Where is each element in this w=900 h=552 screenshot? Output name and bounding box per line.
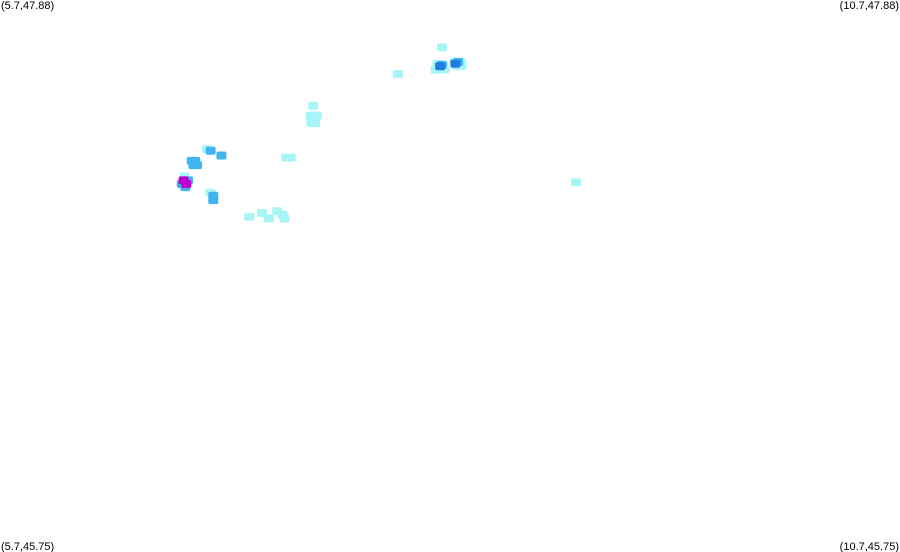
precip-cell-light [436,43,447,52]
precip-cell-light [264,214,275,223]
precip-cell-light [392,70,403,79]
precip-cell-light [244,212,255,221]
precip-cell-medium [208,196,219,205]
precip-cell-light [279,214,290,223]
precip-cell-light [285,153,296,162]
precip-cell-medium [216,151,227,160]
corner-coordinate-top-left: (5.7,47.88) [1,0,55,12]
precip-cell-medium [205,146,216,155]
precip-cell-medium [190,156,201,165]
precip-cell-strong [435,62,446,71]
corner-coordinate-bottom-right: (10.7,45.75) [839,541,899,552]
precip-cell-light [308,101,319,110]
precip-cell-light [311,111,322,120]
precip-cell-heavy [181,180,192,188]
precip-cell-light [571,178,581,187]
corner-coordinate-top-right: (10.7,47.88) [839,0,899,12]
precip-cell-strong [450,59,461,68]
precip-cell-light [256,209,267,217]
corner-coordinate-bottom-left: (5.7,45.75) [1,541,55,552]
precip-cell-light [310,119,320,128]
